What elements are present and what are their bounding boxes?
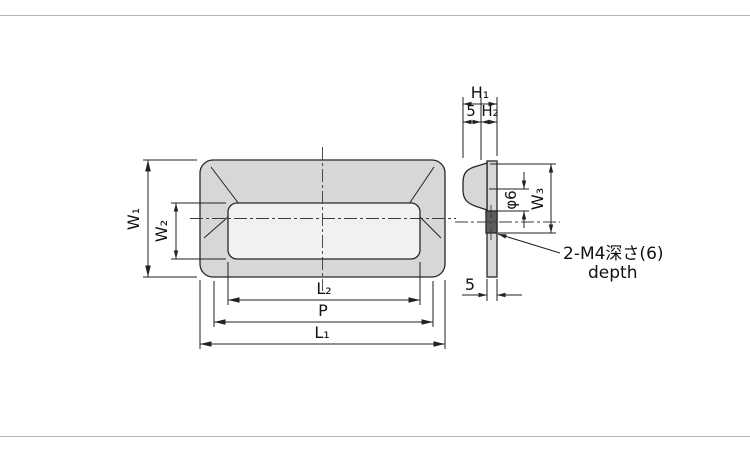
w3-label: W₃ — [528, 188, 547, 210]
thread-note-line2: depth — [588, 263, 637, 283]
w1-label: W₁ — [124, 208, 143, 230]
h1-label: H₁ — [471, 83, 489, 102]
dia6-label: φ6 — [502, 190, 520, 209]
front-view: W₁ W₂ L₂ P L₁ — [124, 147, 456, 349]
recess-slope-mid-right — [419, 216, 442, 239]
five-top-label: 5 — [466, 102, 476, 120]
recess-slope-top-left — [210, 166, 240, 205]
thread-note-line1: 2-M4深さ(6) — [563, 244, 664, 264]
five-bottom-label: 5 — [465, 275, 475, 294]
recess-slope-mid-left — [203, 216, 229, 239]
recess-pocket-outline — [227, 202, 421, 260]
thread-note-leader — [497, 233, 561, 254]
h2-label: H₂ — [481, 102, 498, 120]
p-label: P — [318, 301, 328, 320]
l2-label: L₂ — [316, 279, 331, 298]
l1-label: L₁ — [314, 323, 329, 342]
w2-label: W₂ — [152, 220, 171, 242]
pocket-profile-outline — [462, 162, 488, 211]
recess-slope-top-right — [408, 166, 435, 205]
side-view: H₁ 5 H₂ φ6 W₃ 2-M4深さ(6) depth 5 — [455, 83, 664, 301]
